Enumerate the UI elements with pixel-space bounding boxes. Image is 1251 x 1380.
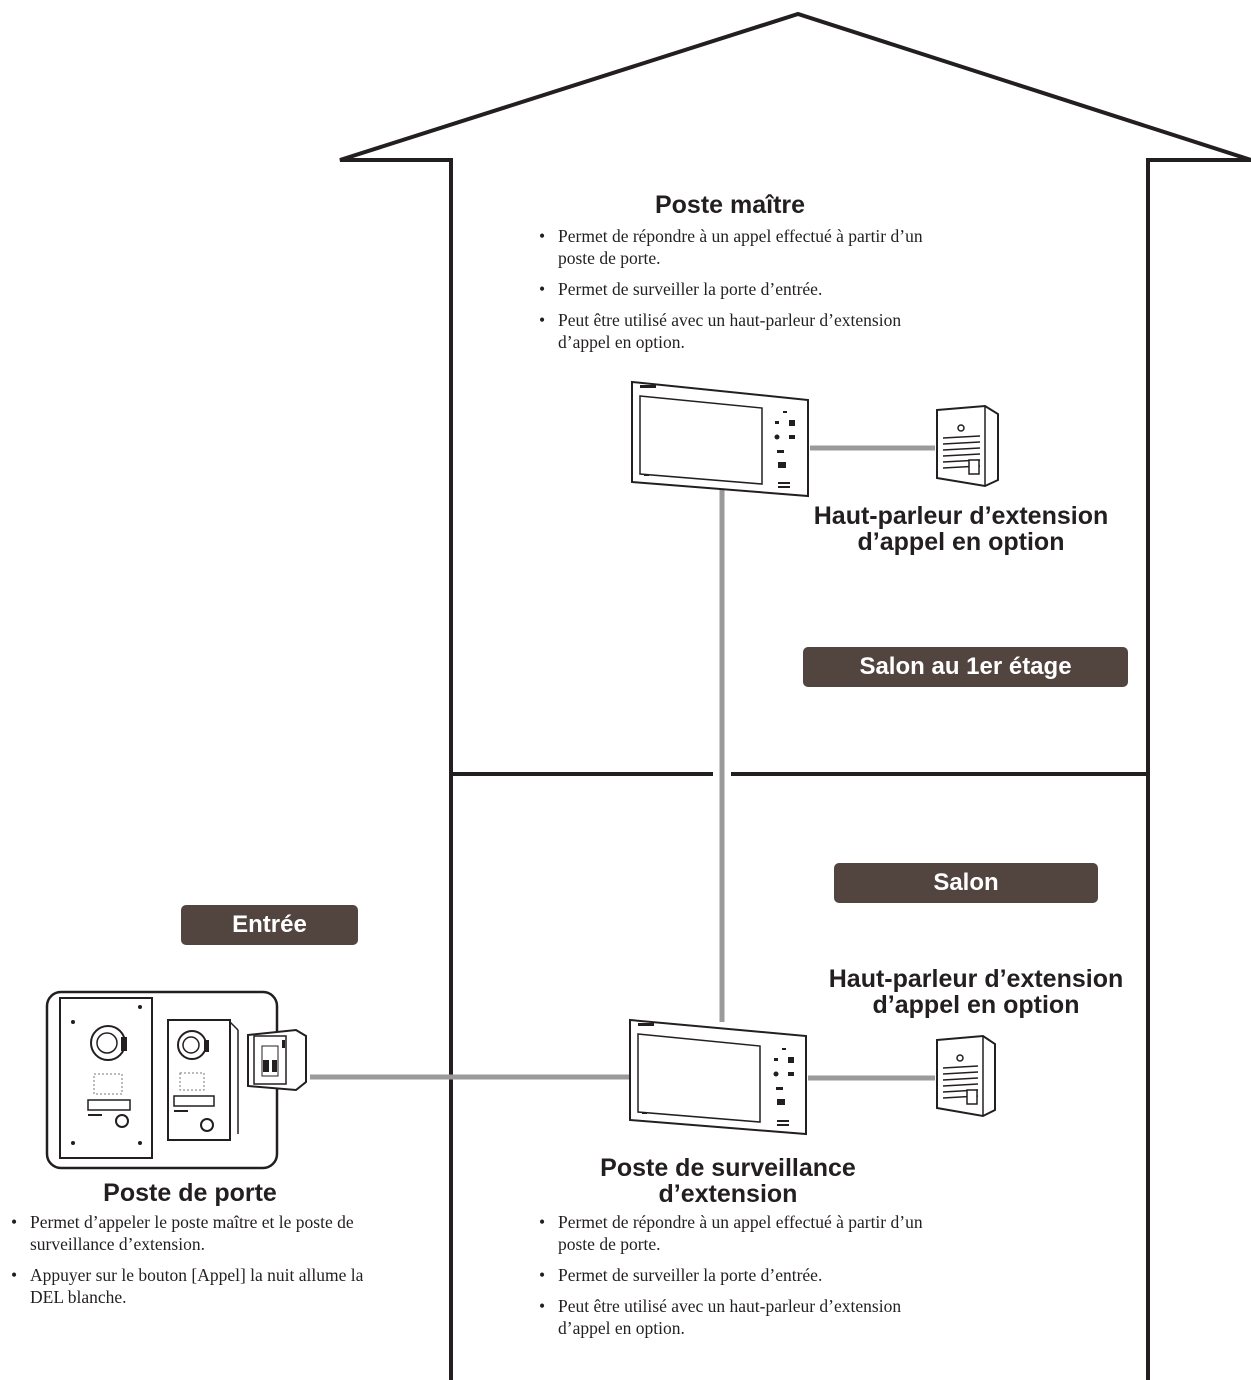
- roof: [339, 11, 1251, 1380]
- speaker-lower-line2: d’appel en option: [872, 991, 1080, 1019]
- master-station-title: Poste maître: [654, 191, 806, 219]
- room-badge-lower: Salon: [834, 863, 1098, 903]
- speaker-lower-line1: Haut-parleur d’extension: [828, 965, 1124, 993]
- speaker-lower-label: Haut-parleur d’extension d’appel en opti…: [818, 966, 1134, 1018]
- door-station-surface: [167, 1019, 239, 1141]
- wiring: [310, 445, 935, 1081]
- speaker-upper-label: Haut-parleur d’extension d’appel en opti…: [808, 503, 1114, 555]
- sub-station-title-line1: Poste de surveillance: [600, 1154, 856, 1182]
- list-item: Permet de surveiller la porte d’entrée.: [536, 278, 926, 300]
- speaker-lower: [936, 1034, 996, 1118]
- list-item: Peut être utilisé avec un haut-parleur d…: [536, 1295, 926, 1339]
- room-badge-entrance: Entrée: [181, 905, 358, 945]
- sub-monitor: [629, 1018, 807, 1136]
- door-station-adaptor: [247, 1028, 307, 1092]
- speaker-upper: [936, 404, 999, 488]
- list-item: Appuyer sur le bouton [Appel] la nuit al…: [8, 1264, 383, 1308]
- master-station-bullets: Permet de répondre à un appel effectué à…: [536, 225, 926, 362]
- house-outline: [339, 11, 1251, 1380]
- room-badge-upper: Salon au 1er étage: [803, 647, 1128, 687]
- master-monitor: [631, 380, 809, 498]
- list-item: Permet de répondre à un appel effectué à…: [536, 1211, 926, 1255]
- speaker-upper-line1: Haut-parleur d’extension: [813, 502, 1109, 530]
- door-station-bullets: Permet d’appeler le poste maître et le p…: [8, 1211, 383, 1317]
- door-station-group: [45, 990, 307, 1170]
- list-item: Permet de répondre à un appel effectué à…: [536, 225, 926, 269]
- sub-station-title: Poste de surveillance d’extension: [560, 1155, 896, 1207]
- sub-station-title-line2: d’extension: [658, 1180, 798, 1208]
- door-station-title: Poste de porte: [103, 1179, 277, 1207]
- list-item: Permet de surveiller la porte d’entrée.: [536, 1264, 926, 1286]
- speaker-upper-line2: d’appel en option: [857, 528, 1065, 556]
- door-station-flush: [59, 997, 153, 1159]
- sub-station-bullets: Permet de répondre à un appel effectué à…: [536, 1211, 926, 1348]
- list-item: Permet d’appeler le poste maître et le p…: [8, 1211, 383, 1255]
- list-item: Peut être utilisé avec un haut-parleur d…: [536, 309, 926, 353]
